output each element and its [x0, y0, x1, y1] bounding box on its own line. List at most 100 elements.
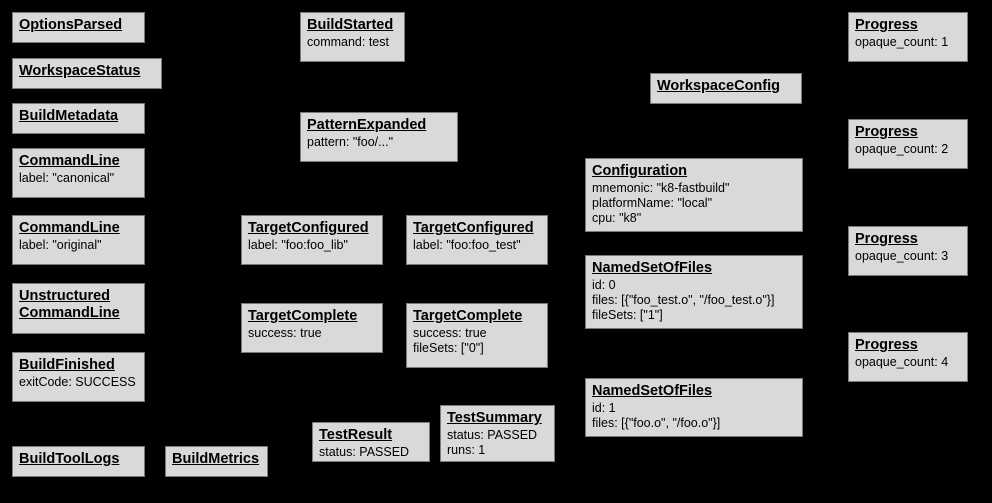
event-node-title-line: TestResult — [319, 427, 393, 443]
event-node-field: platformName: "local" — [592, 196, 713, 210]
event-node-title-line: Progress — [855, 231, 918, 247]
event-node-title: OptionsParsed — [19, 17, 138, 34]
event-node-build-metadata[interactable]: BuildMetadata — [12, 103, 145, 134]
event-node-title-line: Progress — [855, 124, 918, 140]
event-node-progress-2[interactable]: Progress opaque_count: 2 — [848, 119, 968, 169]
event-node-field: id: 1 — [592, 401, 616, 415]
event-node-field: files: [{"foo.o", "/foo.o"}] — [592, 416, 721, 430]
event-node-title-line: NamedSetOfFiles — [592, 383, 713, 399]
event-node-title-line: TargetComplete — [413, 308, 523, 324]
event-node-title: TestResult — [319, 427, 423, 444]
event-node-field: opaque_count: 3 — [855, 249, 949, 263]
event-node-fields: command: test — [307, 35, 398, 50]
event-node-title-line: Unstructured — [19, 288, 111, 304]
event-node-field: label: "foo:foo_lib" — [248, 238, 348, 252]
event-node-title: PatternExpanded — [307, 117, 451, 134]
event-node-field: exitCode: SUCCESS — [19, 375, 136, 389]
event-node-progress-3[interactable]: Progress opaque_count: 3 — [848, 226, 968, 276]
event-node-field: label: "foo:foo_test" — [413, 238, 521, 252]
event-node-field: status: PASSED — [447, 428, 538, 442]
event-node-progress-4[interactable]: Progress opaque_count: 4 — [848, 332, 968, 382]
event-node-title: BuildStarted — [307, 17, 398, 34]
event-node-field: label: "canonical" — [19, 171, 115, 185]
event-node-title: TestSummary — [447, 410, 548, 427]
event-node-title-line: NamedSetOfFiles — [592, 260, 713, 276]
event-node-field: mnemonic: "k8-fastbuild" — [592, 181, 730, 195]
event-node-field: status: PASSED — [319, 445, 410, 459]
event-node-title: WorkspaceConfig — [657, 78, 795, 95]
event-node-field: opaque_count: 2 — [855, 142, 949, 156]
event-node-fields: label: "canonical" — [19, 171, 138, 186]
event-node-field: success: true — [248, 326, 322, 340]
event-node-title: TargetComplete — [413, 308, 541, 325]
event-node-title-line: BuildMetadata — [19, 108, 119, 124]
event-node-fields: pattern: "foo/..." — [307, 135, 451, 150]
event-node-configuration[interactable]: Configuration mnemonic: "k8-fastbuild"pla… — [585, 158, 803, 232]
event-node-title-line: TargetConfigured — [413, 220, 534, 236]
event-node-title: TargetConfigured — [413, 220, 541, 237]
event-node-pattern-expanded[interactable]: PatternExpanded pattern: "foo/..." — [300, 112, 458, 162]
event-node-title-line: CommandLine — [19, 305, 120, 321]
event-node-title-line: PatternExpanded — [307, 117, 427, 133]
event-node-command-line-original[interactable]: CommandLine label: "original" — [12, 215, 145, 265]
event-node-title: NamedSetOfFiles — [592, 383, 796, 400]
event-node-title-line: BuildMetrics — [172, 451, 260, 467]
event-node-title: CommandLine — [19, 153, 138, 170]
event-node-title: Progress — [855, 337, 961, 354]
event-node-fields: success: true — [248, 326, 376, 341]
event-node-field: command: test — [307, 35, 389, 49]
event-node-field: opaque_count: 4 — [855, 355, 949, 369]
event-node-test-result[interactable]: TestResult status: PASSED — [312, 422, 430, 462]
event-node-options-parsed[interactable]: OptionsParsed — [12, 12, 145, 43]
event-node-title: Progress — [855, 231, 961, 248]
event-node-field: files: [{"foo_test.o", "/foo_test.o"}] — [592, 293, 775, 307]
event-node-field: label: "original" — [19, 238, 102, 252]
event-node-title-line: WorkspaceStatus — [19, 63, 141, 79]
event-node-field: pattern: "foo/..." — [307, 135, 394, 149]
event-node-title: BuildMetadata — [19, 108, 138, 125]
event-node-title: CommandLine — [19, 220, 138, 237]
event-node-title: BuildFinished — [19, 357, 138, 374]
event-node-title-line: CommandLine — [19, 153, 120, 169]
event-node-title: NamedSetOfFiles — [592, 260, 796, 277]
event-node-title-line: CommandLine — [19, 220, 120, 236]
event-node-workspace-config[interactable]: WorkspaceConfig — [650, 73, 802, 104]
event-node-field: fileSets: ["0"] — [413, 341, 484, 355]
event-node-progress-1[interactable]: Progress opaque_count: 1 — [848, 12, 968, 62]
event-node-title-line: WorkspaceConfig — [657, 78, 781, 94]
event-node-workspace-status[interactable]: WorkspaceStatus — [12, 58, 162, 89]
event-node-field: cpu: "k8" — [592, 211, 642, 225]
event-node-build-tool-logs[interactable]: BuildToolLogs — [12, 446, 145, 477]
event-node-build-finished[interactable]: BuildFinished exitCode: SUCCESS — [12, 352, 145, 402]
event-node-target-configured-foo-test[interactable]: TargetConfigured label: "foo:foo_test" — [406, 215, 548, 265]
event-node-title: Progress — [855, 17, 961, 34]
event-node-title-line: BuildFinished — [19, 357, 115, 373]
event-node-title: Progress — [855, 124, 961, 141]
event-node-build-metrics[interactable]: BuildMetrics — [165, 446, 268, 477]
event-node-field: fileSets: ["1"] — [592, 308, 663, 322]
event-node-title-line: OptionsParsed — [19, 17, 123, 33]
event-node-title: Configuration — [592, 163, 796, 180]
event-node-title-line: Configuration — [592, 163, 688, 179]
event-node-title: TargetConfigured — [248, 220, 376, 237]
event-node-fields: label: "foo:foo_test" — [413, 238, 541, 253]
event-node-title-line: Progress — [855, 337, 918, 353]
event-node-command-line-canonical[interactable]: CommandLine label: "canonical" — [12, 148, 145, 198]
event-node-title-line: BuildToolLogs — [19, 451, 120, 467]
event-node-field: opaque_count: 1 — [855, 35, 949, 49]
event-node-title-line: Progress — [855, 17, 918, 33]
event-node-field: success: true — [413, 326, 487, 340]
